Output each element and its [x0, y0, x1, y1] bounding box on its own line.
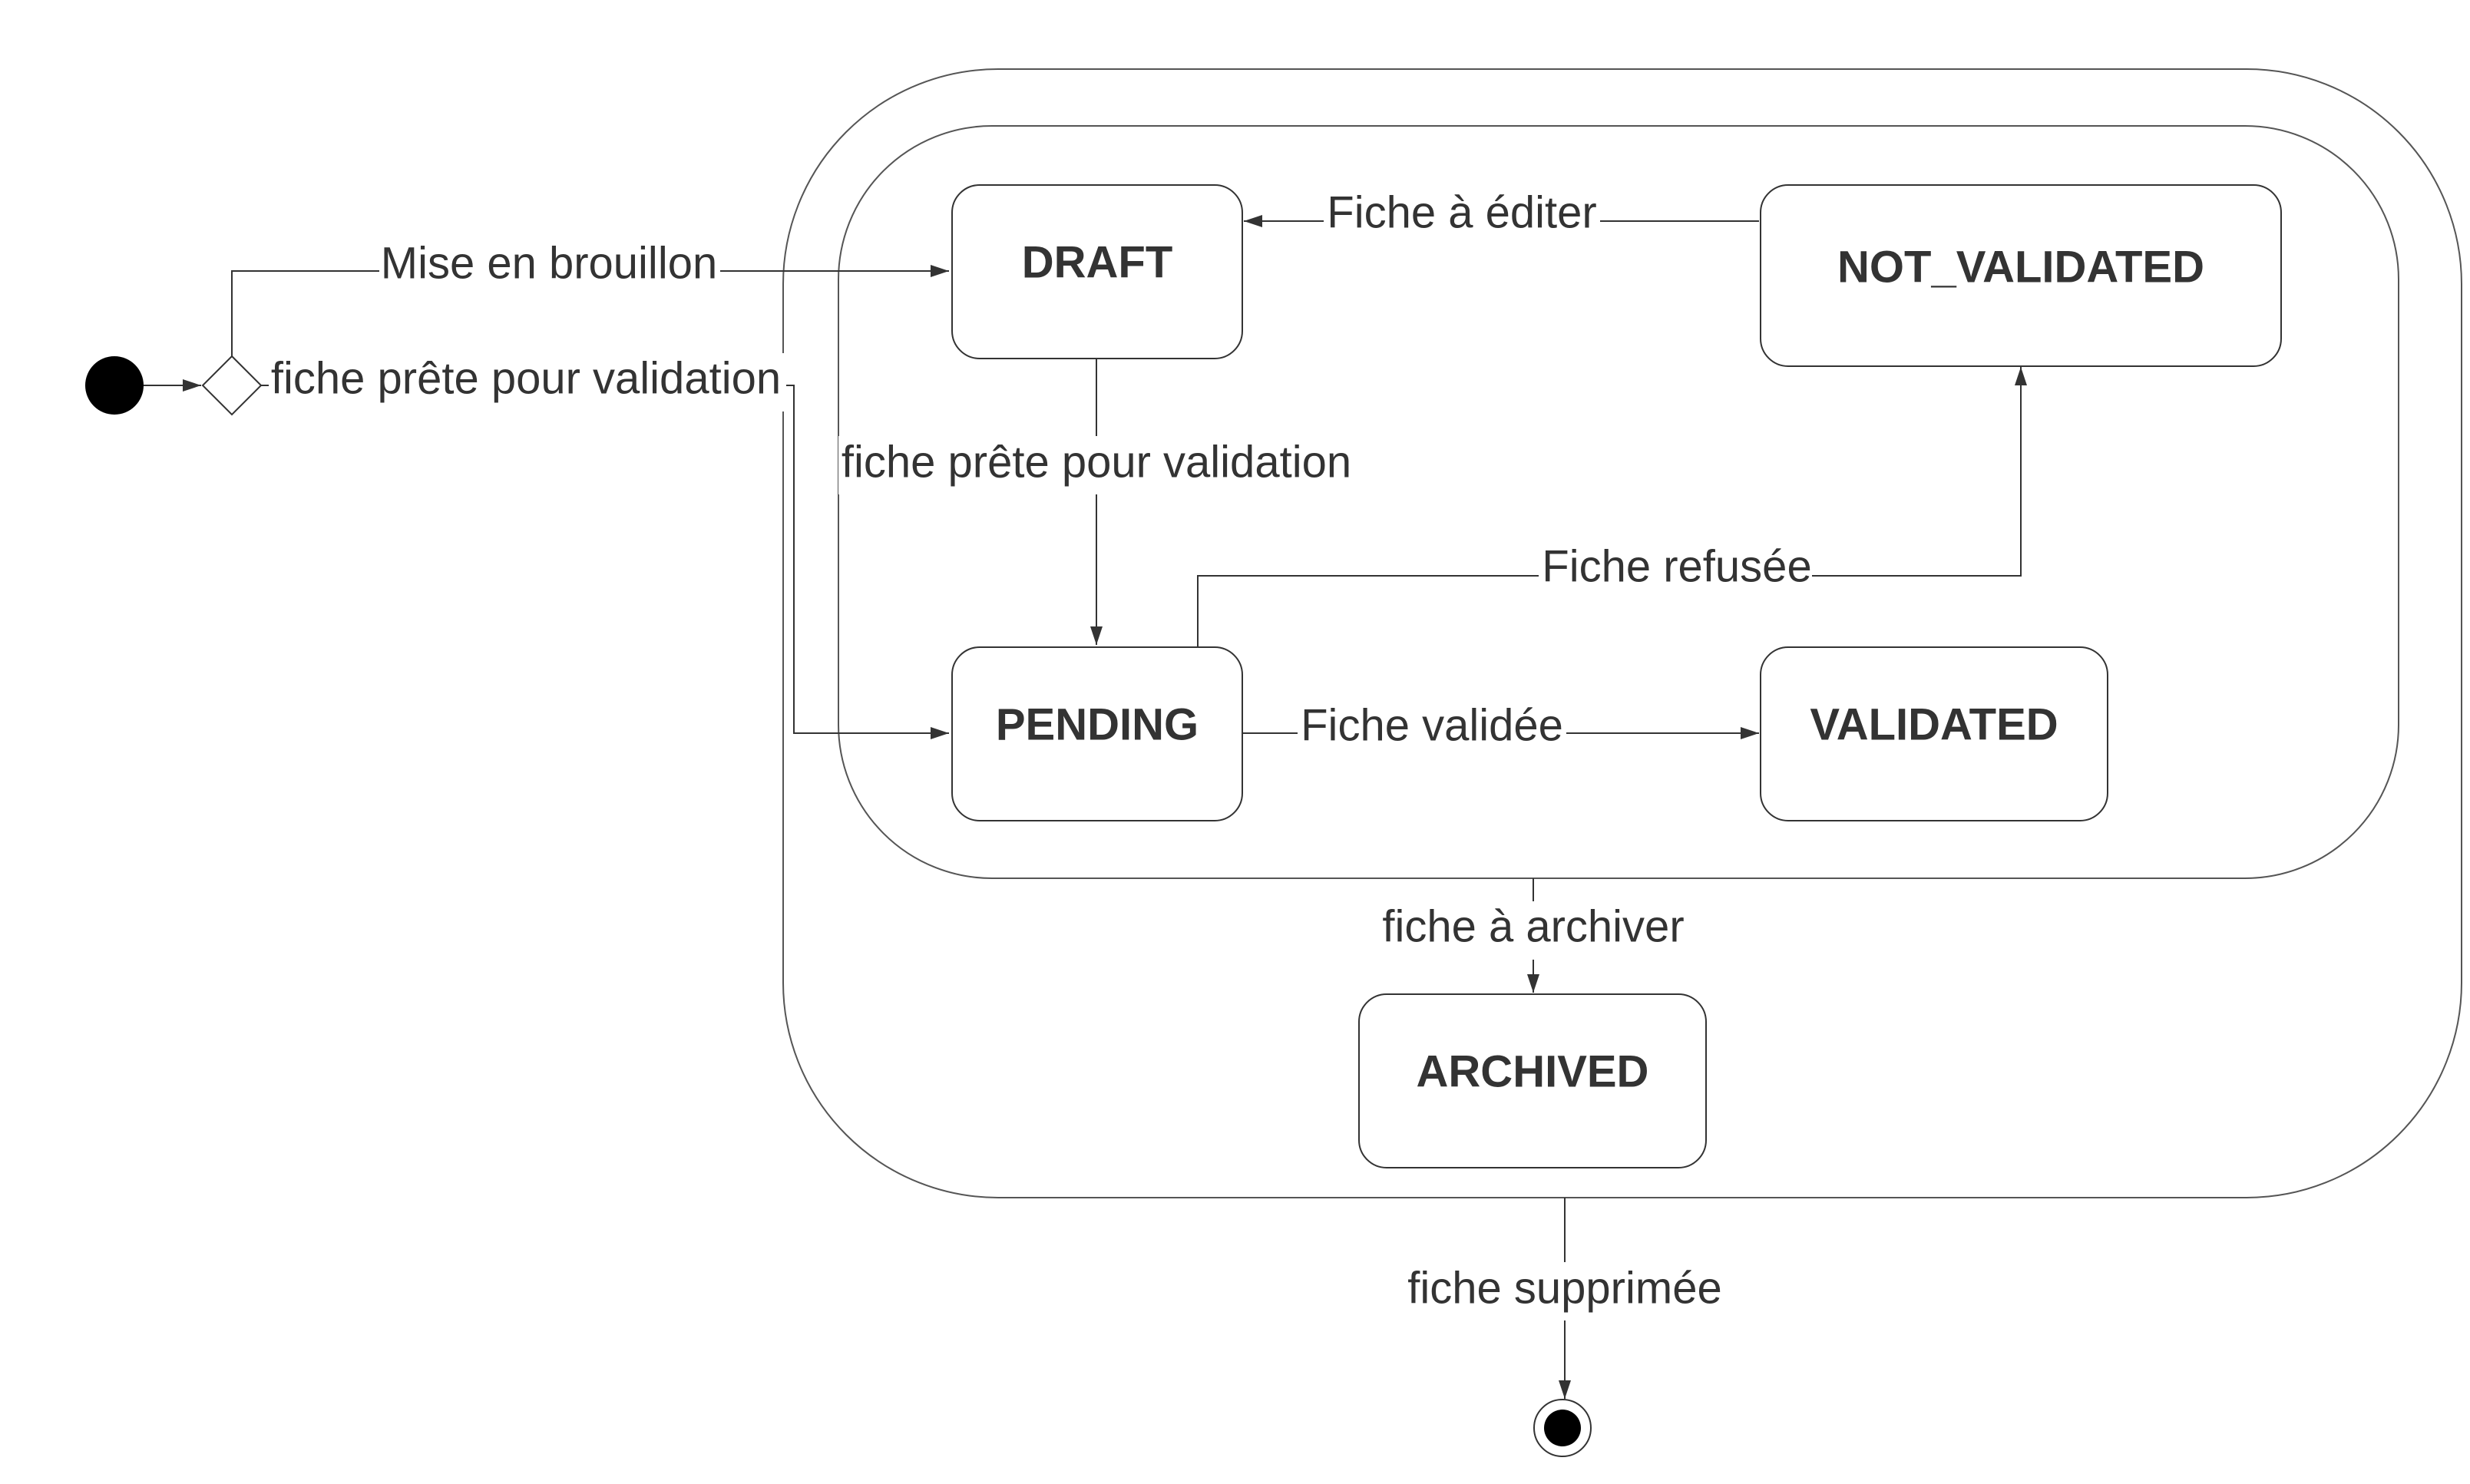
state-not-validated-label: NOT_VALIDATED — [1837, 242, 2204, 292]
outer-container — [782, 68, 2462, 1198]
state-archived — [1358, 993, 1707, 1168]
state-validated — [1760, 646, 2108, 821]
state-pending — [951, 646, 1243, 821]
state-archived-label: ARCHIVED — [1417, 1046, 1649, 1096]
state-draft-label: DRAFT — [1022, 237, 1173, 287]
final-node-core — [1544, 1410, 1581, 1446]
label-initial-pret-validation: fiche prête pour validation — [271, 353, 781, 403]
edge-pending-to-notvalidated — [1197, 367, 2027, 646]
label-fiche-a-editer: Fiche à éditer — [1327, 187, 1596, 237]
label-fiche-validee: Fiche validée — [1301, 700, 1563, 750]
initial-node — [85, 356, 144, 415]
inner-container — [838, 125, 2399, 879]
label-fiche-supprimee: fiche supprimée — [1407, 1263, 1721, 1313]
label-fiche-refusee: Fiche refusée — [1542, 541, 1811, 591]
state-validated-label: VALIDATED — [1810, 699, 2058, 749]
label-mise-en-brouillon: Mise en brouillon — [381, 238, 717, 288]
decision-diamond — [201, 355, 263, 416]
state-not-validated — [1760, 184, 2282, 367]
state-draft — [951, 184, 1243, 359]
state-pending-label: PENDING — [996, 699, 1199, 749]
label-fiche-a-archiver: fiche à archiver — [1382, 901, 1684, 951]
label-draft-pret-validation: fiche prête pour validation — [842, 437, 1351, 487]
